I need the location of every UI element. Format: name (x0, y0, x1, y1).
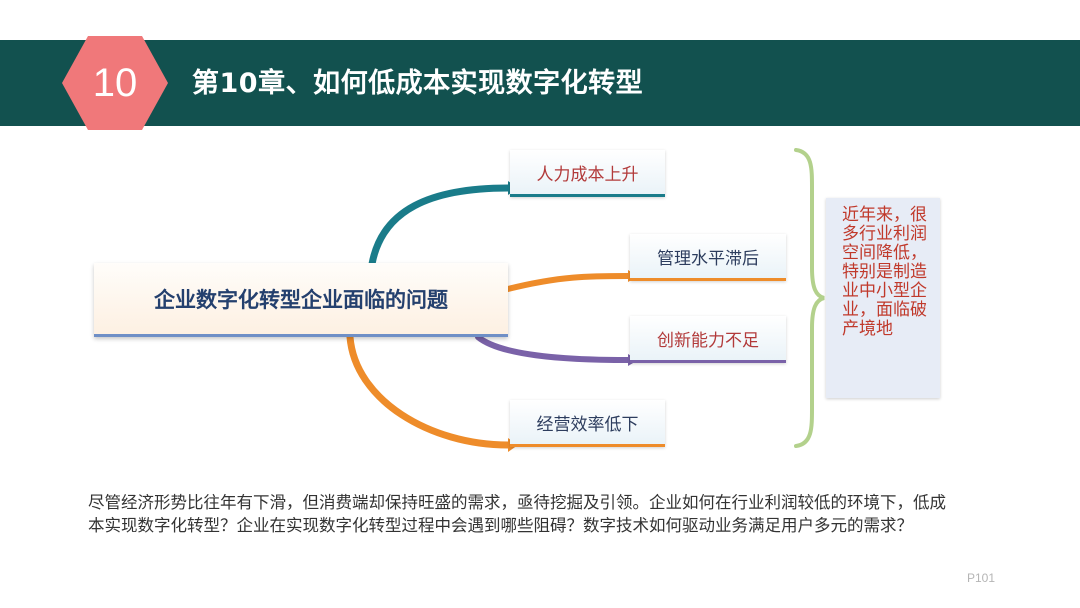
branch-innovation: 创新能力不足 (630, 316, 786, 363)
body-paragraph: 尽管经济形势比往年有下滑，但消费端却保持旺盛的需求，亟待挖掘及引领。企业如何在行… (88, 493, 946, 535)
connector-to-labor-cost (368, 184, 512, 268)
page-number: P101 (967, 571, 996, 585)
chapter-title: 第10章、如何低成本实现数字化转型 (192, 68, 644, 99)
branch-management: 管理水平滞后 (630, 234, 786, 281)
connector-to-efficiency (346, 333, 512, 449)
branch-labor-cost: 人力成本上升 (510, 150, 665, 197)
branch-label: 管理水平滞后 (657, 248, 759, 269)
summary-box: 近年来，很多行业利润空间降低，特别是制造业中小型企业，面临破产境地 (826, 198, 940, 398)
central-topic-label: 企业数字化转型企业面临的问题 (154, 287, 448, 312)
curly-brace (794, 148, 825, 448)
connector-to-innovation (475, 334, 631, 363)
branch-label: 人力成本上升 (536, 164, 639, 185)
branch-label: 创新能力不足 (657, 330, 759, 351)
chapter-number: 10 (92, 60, 138, 105)
summary-text: 近年来，很多行业利润空间降低，特别是制造业中小型企业，面临破产境地 (842, 205, 927, 339)
chapter-hexagon (62, 36, 168, 130)
branch-efficiency: 经营效率低下 (510, 400, 665, 447)
header-band (0, 40, 1080, 126)
branch-label: 经营效率低下 (536, 414, 639, 435)
central-topic-box: 企业数字化转型企业面临的问题 (94, 263, 508, 337)
connector-to-management (505, 273, 631, 292)
